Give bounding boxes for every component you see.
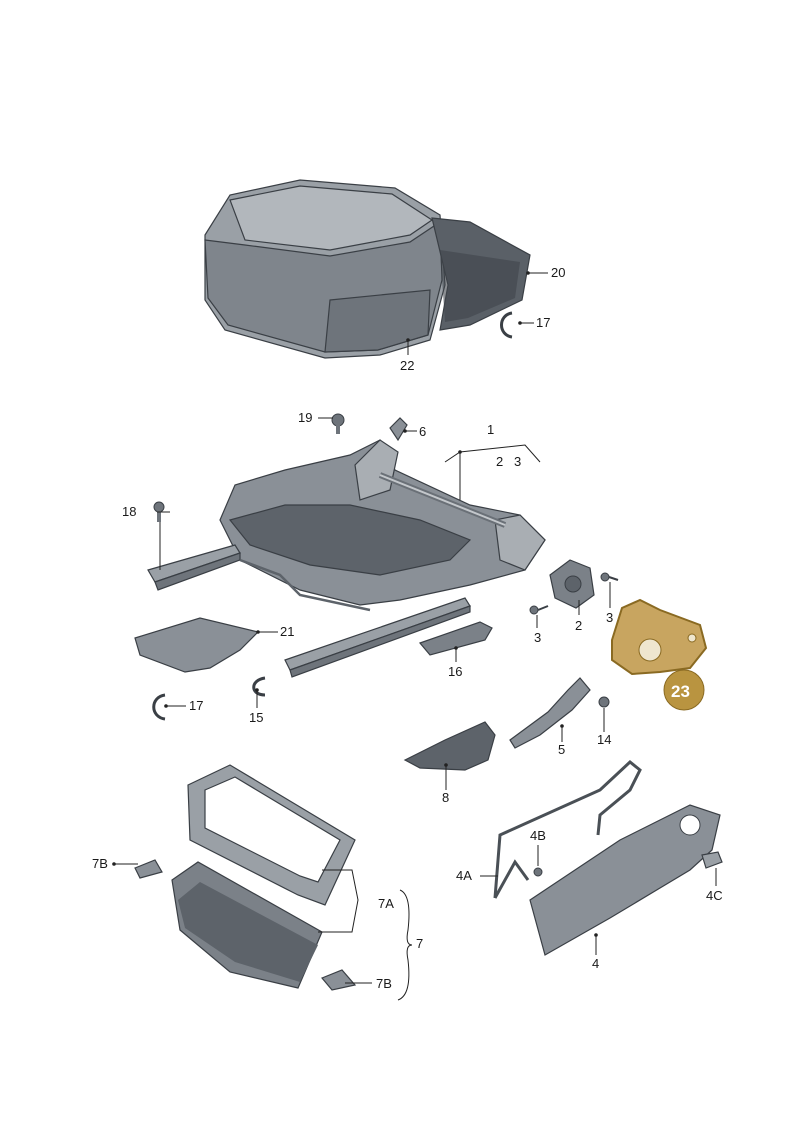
seat-cover-part-20[interactable] — [431, 217, 531, 331]
label-8: 8 — [442, 790, 449, 805]
clip-part-17-top[interactable] — [500, 311, 513, 339]
screw-part-3-a[interactable] — [600, 572, 619, 582]
label-3-left: 3 — [534, 630, 541, 645]
part-labels: 20 17 22 19 6 1 2 3 18 3 2 3 21 16 23 17… — [92, 265, 723, 991]
label-4: 4 — [592, 956, 599, 971]
storage-frame-part-7a[interactable] — [187, 764, 356, 906]
screw-part-3-b[interactable] — [529, 605, 549, 615]
label-7: 7 — [416, 936, 423, 951]
lever-part-8[interactable] — [403, 721, 496, 771]
rail-wire — [239, 558, 371, 612]
label-18: 18 — [122, 504, 136, 519]
label-23: 23 — [671, 682, 690, 701]
label-4a: 4A — [456, 868, 472, 883]
label-20: 20 — [551, 265, 565, 280]
side-panel-part-4[interactable] — [529, 804, 721, 956]
clip-part-15[interactable] — [252, 676, 266, 697]
label-2: 2 — [575, 618, 582, 633]
label-1: 1 — [487, 422, 494, 437]
label-3-right: 3 — [606, 610, 613, 625]
label-17-top: 17 — [536, 315, 550, 330]
leader-lines — [112, 271, 717, 1001]
label-7a: 7A — [378, 896, 394, 911]
bracket-part-6[interactable] — [389, 417, 408, 442]
trim-panel-part-23[interactable] — [611, 598, 708, 676]
label-6: 6 — [419, 424, 426, 439]
part-23-badge — [663, 669, 705, 711]
clip-part-17-bottom[interactable] — [152, 693, 166, 721]
label-16: 16 — [448, 664, 462, 679]
wire-part-4a[interactable] — [493, 760, 642, 899]
clip-part-7b-left[interactable] — [134, 859, 163, 879]
label-19: 19 — [298, 410, 312, 425]
lever-part-5[interactable] — [509, 677, 591, 749]
label-7b-left: 7B — [92, 856, 108, 871]
label-14: 14 — [597, 732, 611, 747]
clip-part-7b-right[interactable] — [321, 969, 357, 991]
handle-part-16[interactable] — [418, 621, 493, 656]
label-5: 5 — [558, 742, 565, 757]
seat-rail-right — [284, 597, 471, 678]
label-17-bottom: 17 — [189, 698, 203, 713]
label-3-top: 3 — [514, 454, 521, 469]
label-2-top: 2 — [496, 454, 503, 469]
clip-part-4c[interactable] — [701, 851, 723, 869]
height-adjuster-part-2[interactable] — [549, 559, 595, 609]
label-4b: 4B — [530, 828, 546, 843]
label-21: 21 — [280, 624, 294, 639]
plate-part-21[interactable] — [134, 617, 260, 673]
label-22: 22 — [400, 358, 414, 373]
screw-part-4b[interactable] — [533, 867, 543, 877]
seat-frame-part-1[interactable] — [219, 439, 546, 606]
bolt-part-19[interactable] — [331, 413, 345, 434]
storage-tray-part-7a[interactable] — [171, 861, 323, 989]
seat-rail-left — [147, 544, 241, 591]
label-7b-right: 7B — [376, 976, 392, 991]
nut-part-14[interactable] — [598, 696, 610, 708]
label-15: 15 — [249, 710, 263, 725]
label-4c: 4C — [706, 888, 723, 903]
seat-cushion-part-22[interactable] — [204, 179, 446, 359]
